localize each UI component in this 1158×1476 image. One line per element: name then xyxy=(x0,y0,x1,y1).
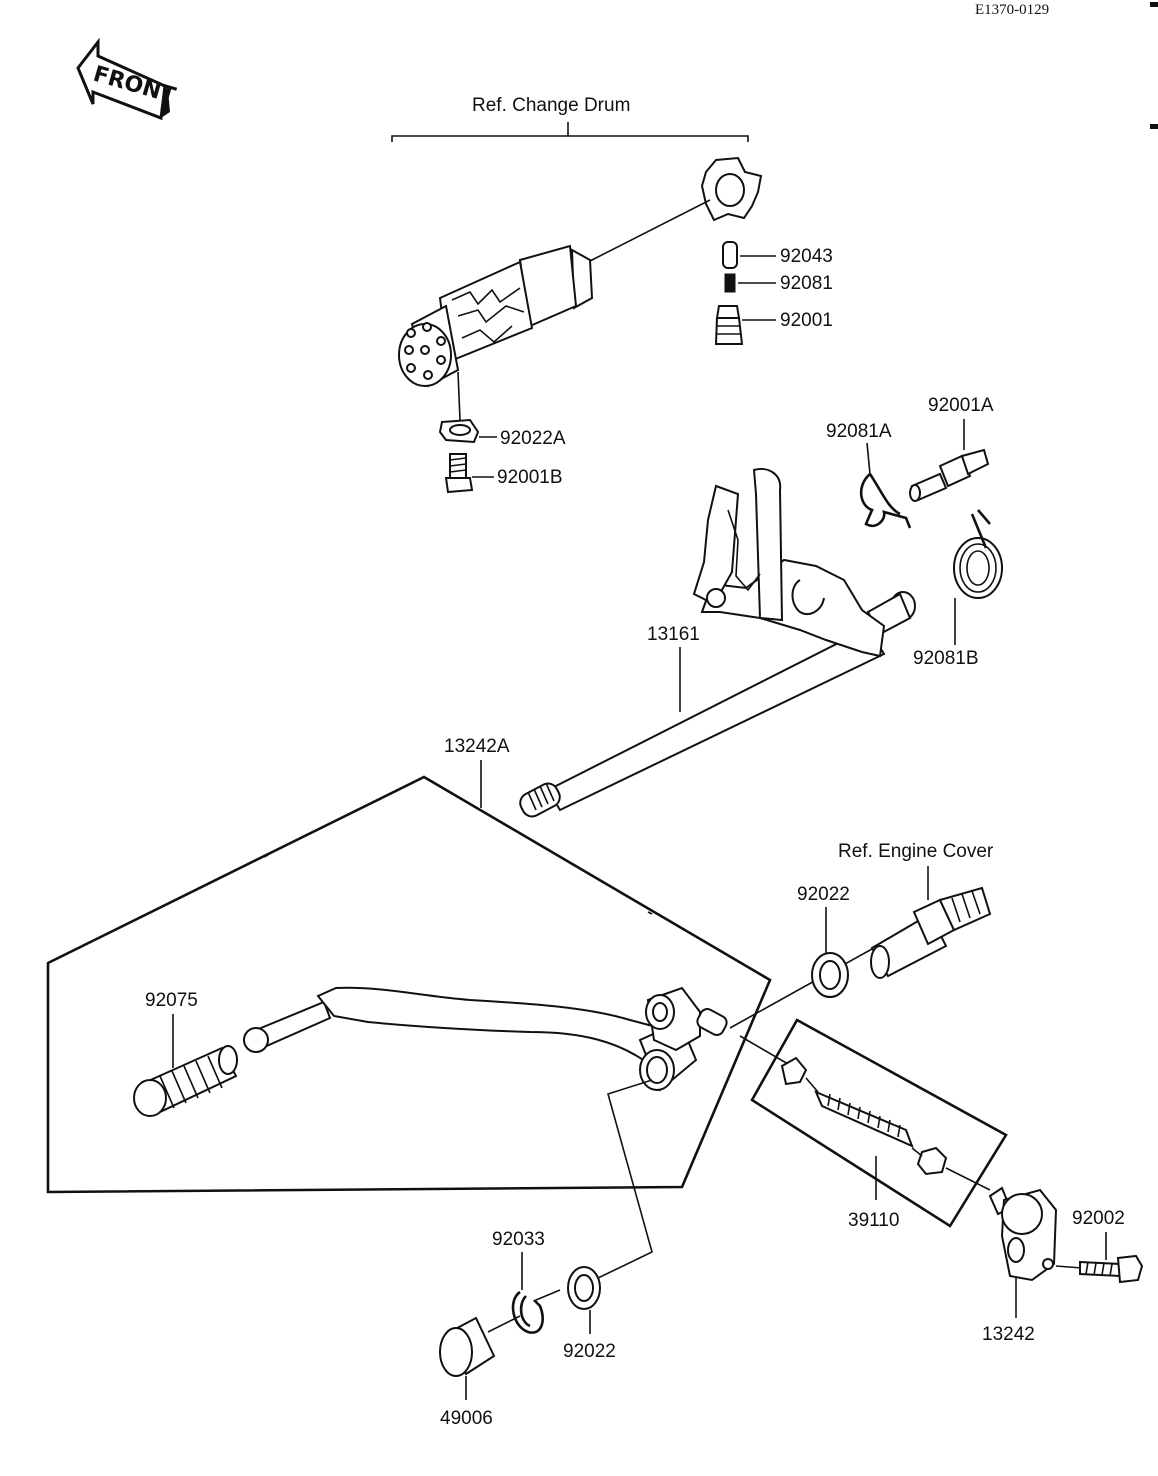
label-92001A: 92001A xyxy=(928,395,994,416)
part-92081 xyxy=(724,273,736,293)
part-92022-top xyxy=(811,952,849,998)
engine-cover-pivot-bolt xyxy=(870,886,992,979)
label-49006: 49006 xyxy=(440,1408,493,1429)
label-92022A: 92022A xyxy=(500,428,566,449)
label-92022-bottom: 92022 xyxy=(563,1341,616,1362)
label-13161: 13161 xyxy=(647,624,700,645)
label-92081B: 92081B xyxy=(913,648,979,669)
change-drum-bracket xyxy=(391,122,749,142)
part-39110 xyxy=(780,1056,948,1176)
label-13242: 13242 xyxy=(982,1324,1035,1345)
label-92081A: 92081A xyxy=(826,421,892,442)
part-92081A xyxy=(859,473,912,529)
part-92043 xyxy=(722,241,738,269)
change-drum-cam-plate xyxy=(700,156,763,222)
part-13161 xyxy=(519,468,916,818)
label-92001: 92001 xyxy=(780,310,833,331)
ref-change-drum-label: Ref. Change Drum xyxy=(472,95,630,116)
part-92001 xyxy=(714,305,744,345)
label-92075: 92075 xyxy=(145,990,198,1011)
assembly-13242A-outline xyxy=(46,775,772,1194)
label-39110: 39110 xyxy=(848,1210,899,1231)
change-drum xyxy=(398,244,594,388)
doc-code: E1370-0129 xyxy=(975,2,1049,18)
part-92022-bottom xyxy=(567,1266,601,1310)
part-92033 xyxy=(511,1290,544,1334)
part-92002 xyxy=(1079,1254,1144,1284)
ref-engine-cover-label: Ref. Engine Cover xyxy=(838,841,994,862)
part-13242A-pedal xyxy=(243,986,728,1092)
part-13242 xyxy=(988,1186,1058,1282)
label-13242A: 13242A xyxy=(444,736,510,757)
part-92022A xyxy=(438,418,480,444)
part-92001B xyxy=(444,453,474,494)
part-92001A xyxy=(909,448,990,502)
part-92075 xyxy=(133,1045,238,1117)
part-49006 xyxy=(439,1316,496,1377)
front-arrow-icon: FRONT xyxy=(76,37,178,121)
label-92081: 92081 xyxy=(780,273,833,294)
label-92022-top: 92022 xyxy=(797,884,850,905)
label-92033: 92033 xyxy=(492,1229,545,1250)
assembly-39110-outline xyxy=(750,1018,1008,1228)
label-92002: 92002 xyxy=(1072,1208,1125,1229)
edge-mark-top xyxy=(1150,2,1158,7)
label-92043: 92043 xyxy=(780,246,833,267)
edge-mark-mid xyxy=(1150,124,1158,129)
label-92001B: 92001B xyxy=(497,467,563,488)
part-92081B xyxy=(953,509,1003,599)
